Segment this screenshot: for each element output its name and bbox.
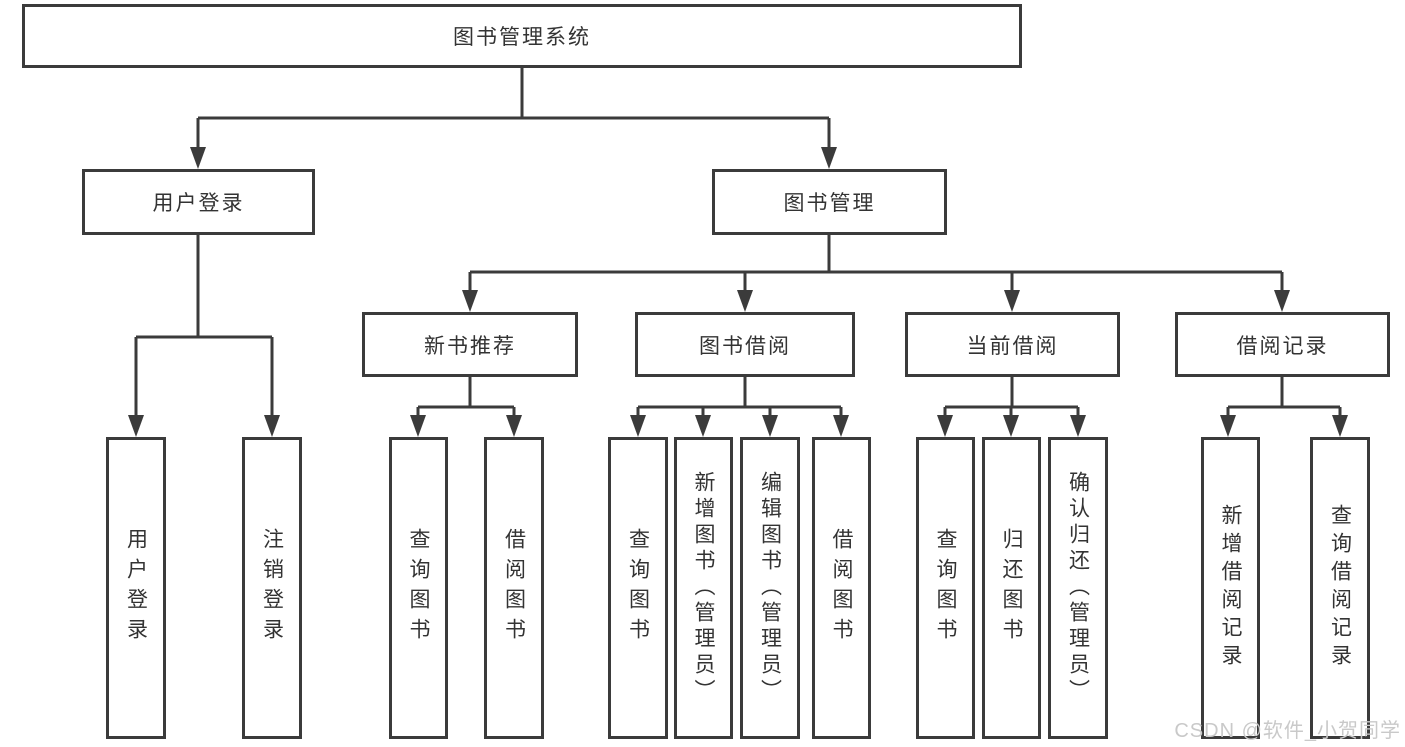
leaf-add-borrow-record: 新增借阅记录: [1201, 437, 1260, 739]
arrowhead-leaf-query-record: [1332, 415, 1348, 437]
arrowhead-leaf-logout: [264, 415, 280, 437]
arrowhead-leaf-add-record: [1220, 415, 1236, 437]
arrowhead-leaf-user-login: [128, 415, 144, 437]
watermark-text: CSDN @软件_小贺同学: [1174, 720, 1401, 742]
leaf-query-borrow-record: 查询借阅记录: [1310, 437, 1370, 739]
arrowhead-leaf-add-book: [695, 415, 711, 437]
leaf-query-books-3: 查询图书: [916, 437, 975, 739]
arrowhead-leaf-query-books-2: [630, 415, 646, 437]
arrowhead-leaf-borrow-books-1: [506, 415, 522, 437]
arrowhead-book-borrow: [737, 290, 753, 312]
leaf-borrow-books-2: 借阅图书: [812, 437, 871, 739]
arrowhead-leaf-query-books-3: [937, 415, 953, 437]
leaf-confirm-return-admin: 确认归还（管理员）: [1048, 437, 1108, 739]
leaf-add-book-admin: 新增图书（管理员）: [674, 437, 733, 739]
arrowhead-borrow-records: [1274, 290, 1290, 312]
arrowhead-leaf-query-books-1: [410, 415, 426, 437]
node-borrow-records: 借阅记录: [1175, 312, 1390, 377]
arrowhead-leaf-confirm-return: [1070, 415, 1086, 437]
node-root: 图书管理系统: [22, 4, 1022, 68]
leaf-query-books-1: 查询图书: [389, 437, 448, 739]
arrowhead-current-borrow: [1004, 290, 1020, 312]
arrowhead-book-management: [821, 147, 837, 169]
leaf-logout: 注销登录: [242, 437, 302, 739]
node-book-management: 图书管理: [712, 169, 947, 235]
node-new-book-recommend: 新书推荐: [362, 312, 578, 377]
leaf-borrow-books-1: 借阅图书: [484, 437, 544, 739]
node-book-borrow: 图书借阅: [635, 312, 855, 377]
arrowhead-user-login: [190, 147, 206, 169]
arrowhead-new-book-recommend: [462, 290, 478, 312]
arrowhead-leaf-return-books: [1003, 415, 1019, 437]
arrowhead-leaf-borrow-books-2: [833, 415, 849, 437]
node-current-borrow: 当前借阅: [905, 312, 1120, 377]
leaf-user-login: 用户登录: [106, 437, 166, 739]
leaf-return-books: 归还图书: [982, 437, 1041, 739]
leaf-edit-book-admin: 编辑图书（管理员）: [740, 437, 800, 739]
leaf-query-books-2: 查询图书: [608, 437, 668, 739]
node-user-login: 用户登录: [82, 169, 315, 235]
arrowheads: [128, 147, 1348, 437]
arrowhead-leaf-edit-book: [762, 415, 778, 437]
